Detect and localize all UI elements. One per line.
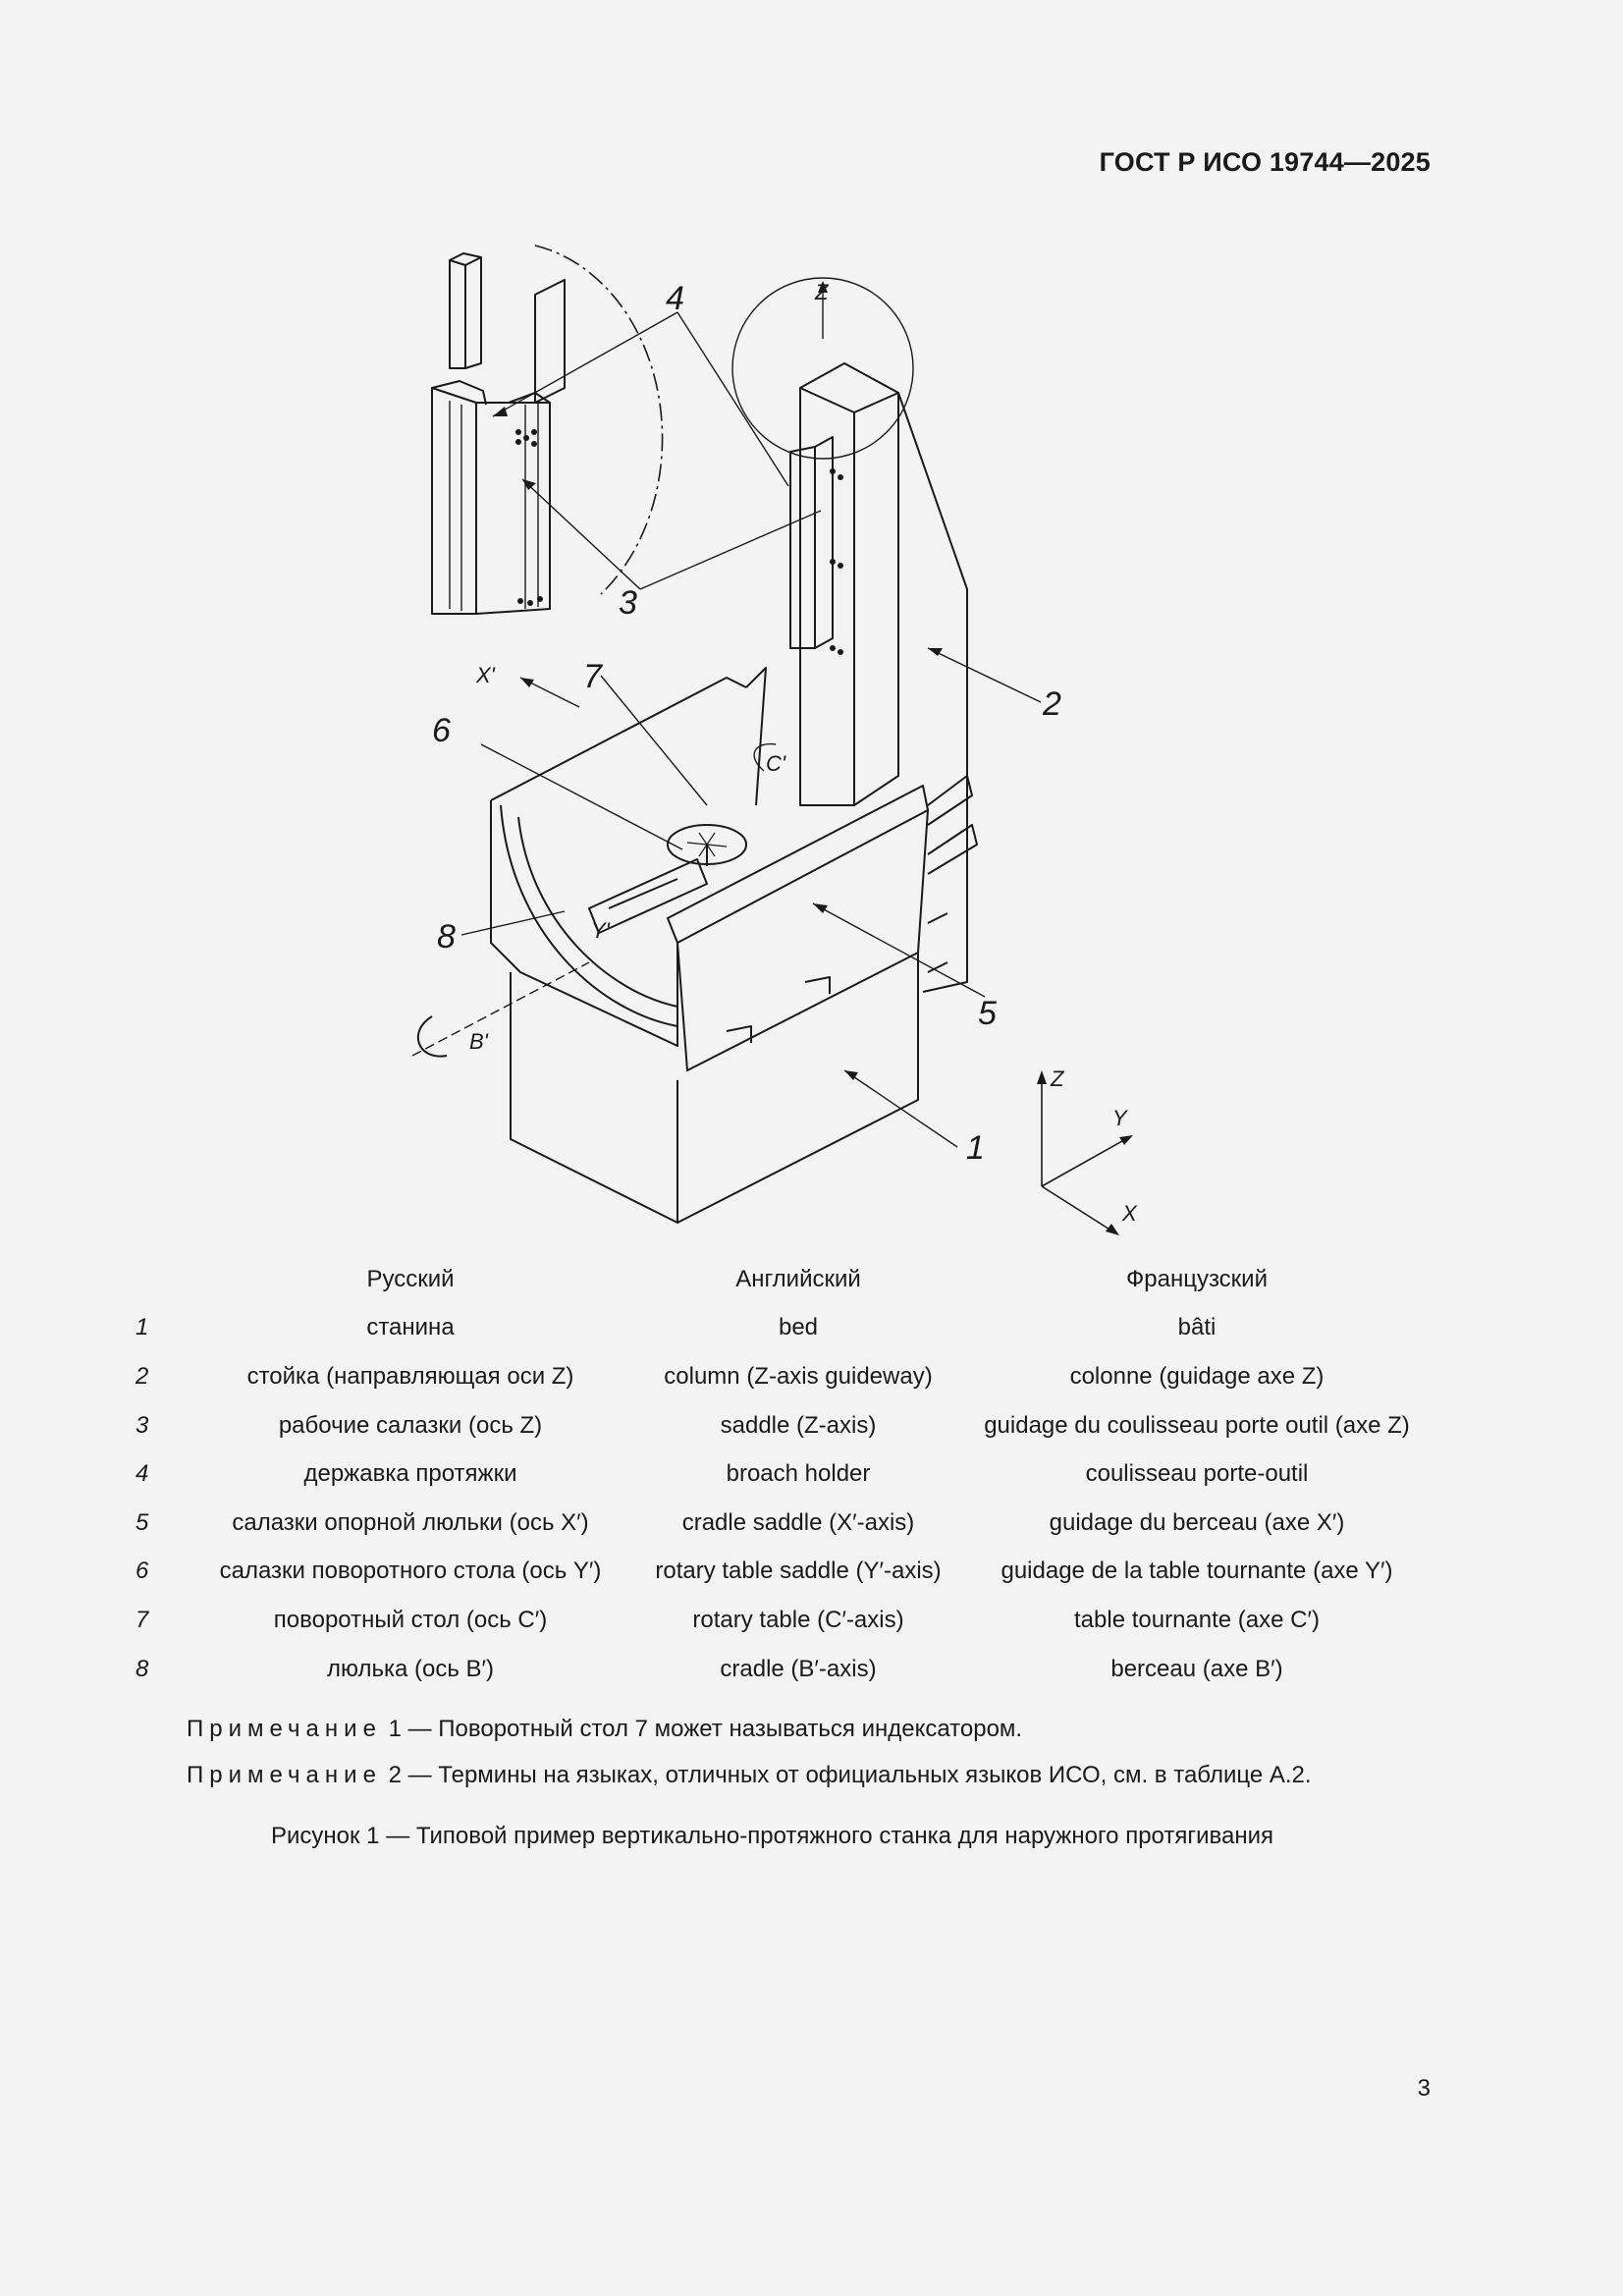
note-text: 1 — Поворотный стол 7 может называться и… <box>388 1716 1023 1742</box>
detail-circle <box>534 245 664 595</box>
legend-cell-ru: люлька (ось B′) <box>326 1655 495 1682</box>
detail-bolts <box>515 429 543 606</box>
legend-cell-en: rotary table (C′-axis) <box>692 1606 904 1633</box>
legend-header-num <box>118 1255 185 1304</box>
legend-row: 5 салазки опорной люльки (ось X′) cradle s… <box>118 1499 1434 1548</box>
note-text: 2 — Термины на языках, отличных от офици… <box>388 1762 1312 1788</box>
legend-cell-fr: coulisseau porte-outil <box>1085 1460 1309 1488</box>
legend-cell-ru: поворотный стол (ось C′) <box>273 1606 548 1633</box>
legend-cell-num: 5 <box>135 1508 149 1536</box>
note-2: Примечание 2 — Термины на языках, отличн… <box>187 1762 1312 1789</box>
legend-cell-num: 7 <box>135 1606 149 1633</box>
legend-cell-fr: bâti <box>1177 1314 1217 1341</box>
legend-cell-en: cradle (B′-axis) <box>720 1655 877 1682</box>
detail-circle-small <box>731 277 914 460</box>
detail-rail-upper <box>449 256 482 369</box>
note-label: Примечание <box>187 1762 382 1788</box>
legend-cell-fr: guidage de la table tournante (axe Y′) <box>1001 1558 1393 1585</box>
page-number: 3 <box>1417 2075 1431 2102</box>
figure-caption-text: Рисунок 1 — Типовой пример вертикально-п… <box>271 1823 1273 1849</box>
legend-cell-num: 1 <box>135 1314 149 1341</box>
legend-header-fr: Французский <box>1126 1265 1268 1292</box>
bed <box>510 953 919 1224</box>
legend-row: 1 станина bed bâti <box>118 1304 1434 1353</box>
callout-1: 1 <box>966 1129 985 1167</box>
axis-label-c-prime: C' <box>766 751 786 776</box>
legend-cell-fr: colonne (guidage axe Z) <box>1069 1362 1325 1390</box>
legend-row: 3 рабочие салазки (ось Z) saddle (Z-axis) g… <box>118 1401 1434 1450</box>
legend-cell-ru: станина <box>366 1314 455 1341</box>
legend-row: 8 люлька (ось B′) cradle (B′-axis) berceau … <box>118 1645 1434 1694</box>
legend-body: 1 станина bed bâti 2 стойка (направляющая оси… <box>118 1304 1434 1694</box>
callout-7: 7 <box>583 658 603 695</box>
axis-triad <box>1041 1075 1130 1233</box>
triad-label-x: X <box>1121 1201 1138 1226</box>
column-back-plate <box>897 392 968 993</box>
axis-label-x-prime: X' <box>475 663 496 687</box>
legend-table: Русский Английский Французский 1 станина b… <box>118 1255 1434 1693</box>
legend-row: 4 державка протяжки broach holder coulissea… <box>118 1449 1434 1499</box>
note-1: Примечание 1 — Поворотный стол 7 может н… <box>187 1716 1022 1743</box>
legend-cell-ru: рабочие салазки (ось Z) <box>278 1411 543 1439</box>
side-guides <box>927 775 978 875</box>
callout-8: 8 <box>437 918 456 956</box>
legend-cell-fr: guidage du coulisseau porte outil (axe Z… <box>984 1411 1410 1439</box>
callout-labels: 4 3 2 6 7 8 5 1 Z X' C' Y' B' Z Y X <box>432 280 1138 1226</box>
legend-cell-ru: державка протяжки <box>303 1460 517 1488</box>
b-axis-line <box>411 961 590 1057</box>
axis-label-b-prime: B' <box>469 1029 489 1054</box>
triad-label-y: Y <box>1112 1106 1128 1130</box>
figure-caption: Рисунок 1 — Типовой пример вертикально-п… <box>0 1823 1623 1850</box>
legend-cell-fr: berceau (axe B′) <box>1110 1655 1283 1682</box>
callout-2: 2 <box>1042 685 1061 723</box>
legend-cell-en: saddle (Z-axis) <box>720 1411 877 1439</box>
saddle-z <box>789 436 834 649</box>
callout-3: 3 <box>619 584 637 622</box>
legend-cell-fr: guidage du berceau (axe X′) <box>1049 1508 1345 1536</box>
rotary-table <box>667 824 747 866</box>
axis-label-y-prime: Y' <box>591 918 611 943</box>
legend-cell-ru: стойка (направляющая оси Z) <box>246 1362 574 1390</box>
cradle-arc <box>500 804 678 1027</box>
table-saddle <box>588 858 708 934</box>
column <box>799 387 899 806</box>
legend-row: 6 салазки поворотного стола (ось Y′) rotar… <box>118 1548 1434 1597</box>
legend-cell-en: column (Z-axis guideway) <box>664 1362 933 1390</box>
legend-row: 2 стойка (направляющая оси Z) column (Z-ax… <box>118 1352 1434 1401</box>
column-bolts <box>830 468 843 655</box>
triad-label-z: Z <box>1050 1066 1065 1091</box>
legend-cell-en: rotary table saddle (Y′-axis) <box>655 1558 942 1585</box>
legend-cell-num: 6 <box>135 1558 149 1585</box>
legend-cell-en: broach holder <box>726 1460 871 1488</box>
legend-cell-num: 4 <box>135 1460 149 1488</box>
cradle-left-wall <box>490 800 678 1047</box>
legend-cell-num: 2 <box>135 1362 149 1390</box>
legend-cell-num: 8 <box>135 1655 149 1682</box>
legend-header-ru: Русский <box>366 1265 455 1292</box>
legend-cell-en: bed <box>778 1314 819 1341</box>
document-code: ГОСТ Р ИСО 19744—2025 <box>1099 147 1431 177</box>
callout-5: 5 <box>978 995 997 1032</box>
legend-header-en: Английский <box>735 1265 861 1292</box>
legend-cell-fr: table tournante (axe C′) <box>1074 1606 1320 1633</box>
legend-header-row: Русский Английский Французский <box>118 1255 1434 1304</box>
legend-row: 7 поворотный стол (ось C′) rotary table (C… <box>118 1596 1434 1645</box>
callout-4: 4 <box>666 280 684 317</box>
machine-drawing: 4 3 2 6 7 8 5 1 Z X' C' Y' B' Z Y X <box>411 245 1138 1235</box>
legend-cell-en: cradle saddle (X′-axis) <box>681 1508 915 1536</box>
callout-6: 6 <box>432 712 451 749</box>
axis-label-z: Z <box>814 280 830 304</box>
cradle-saddle <box>667 785 929 1071</box>
legend-cell-num: 3 <box>135 1411 149 1439</box>
legend-cell-ru: салазки опорной люльки (ось X′) <box>232 1508 589 1536</box>
callout-leaders <box>460 285 1042 1148</box>
legend-cell-ru: салазки поворотного стола (ось Y′) <box>219 1558 602 1585</box>
note-label: Примечание <box>187 1716 382 1742</box>
